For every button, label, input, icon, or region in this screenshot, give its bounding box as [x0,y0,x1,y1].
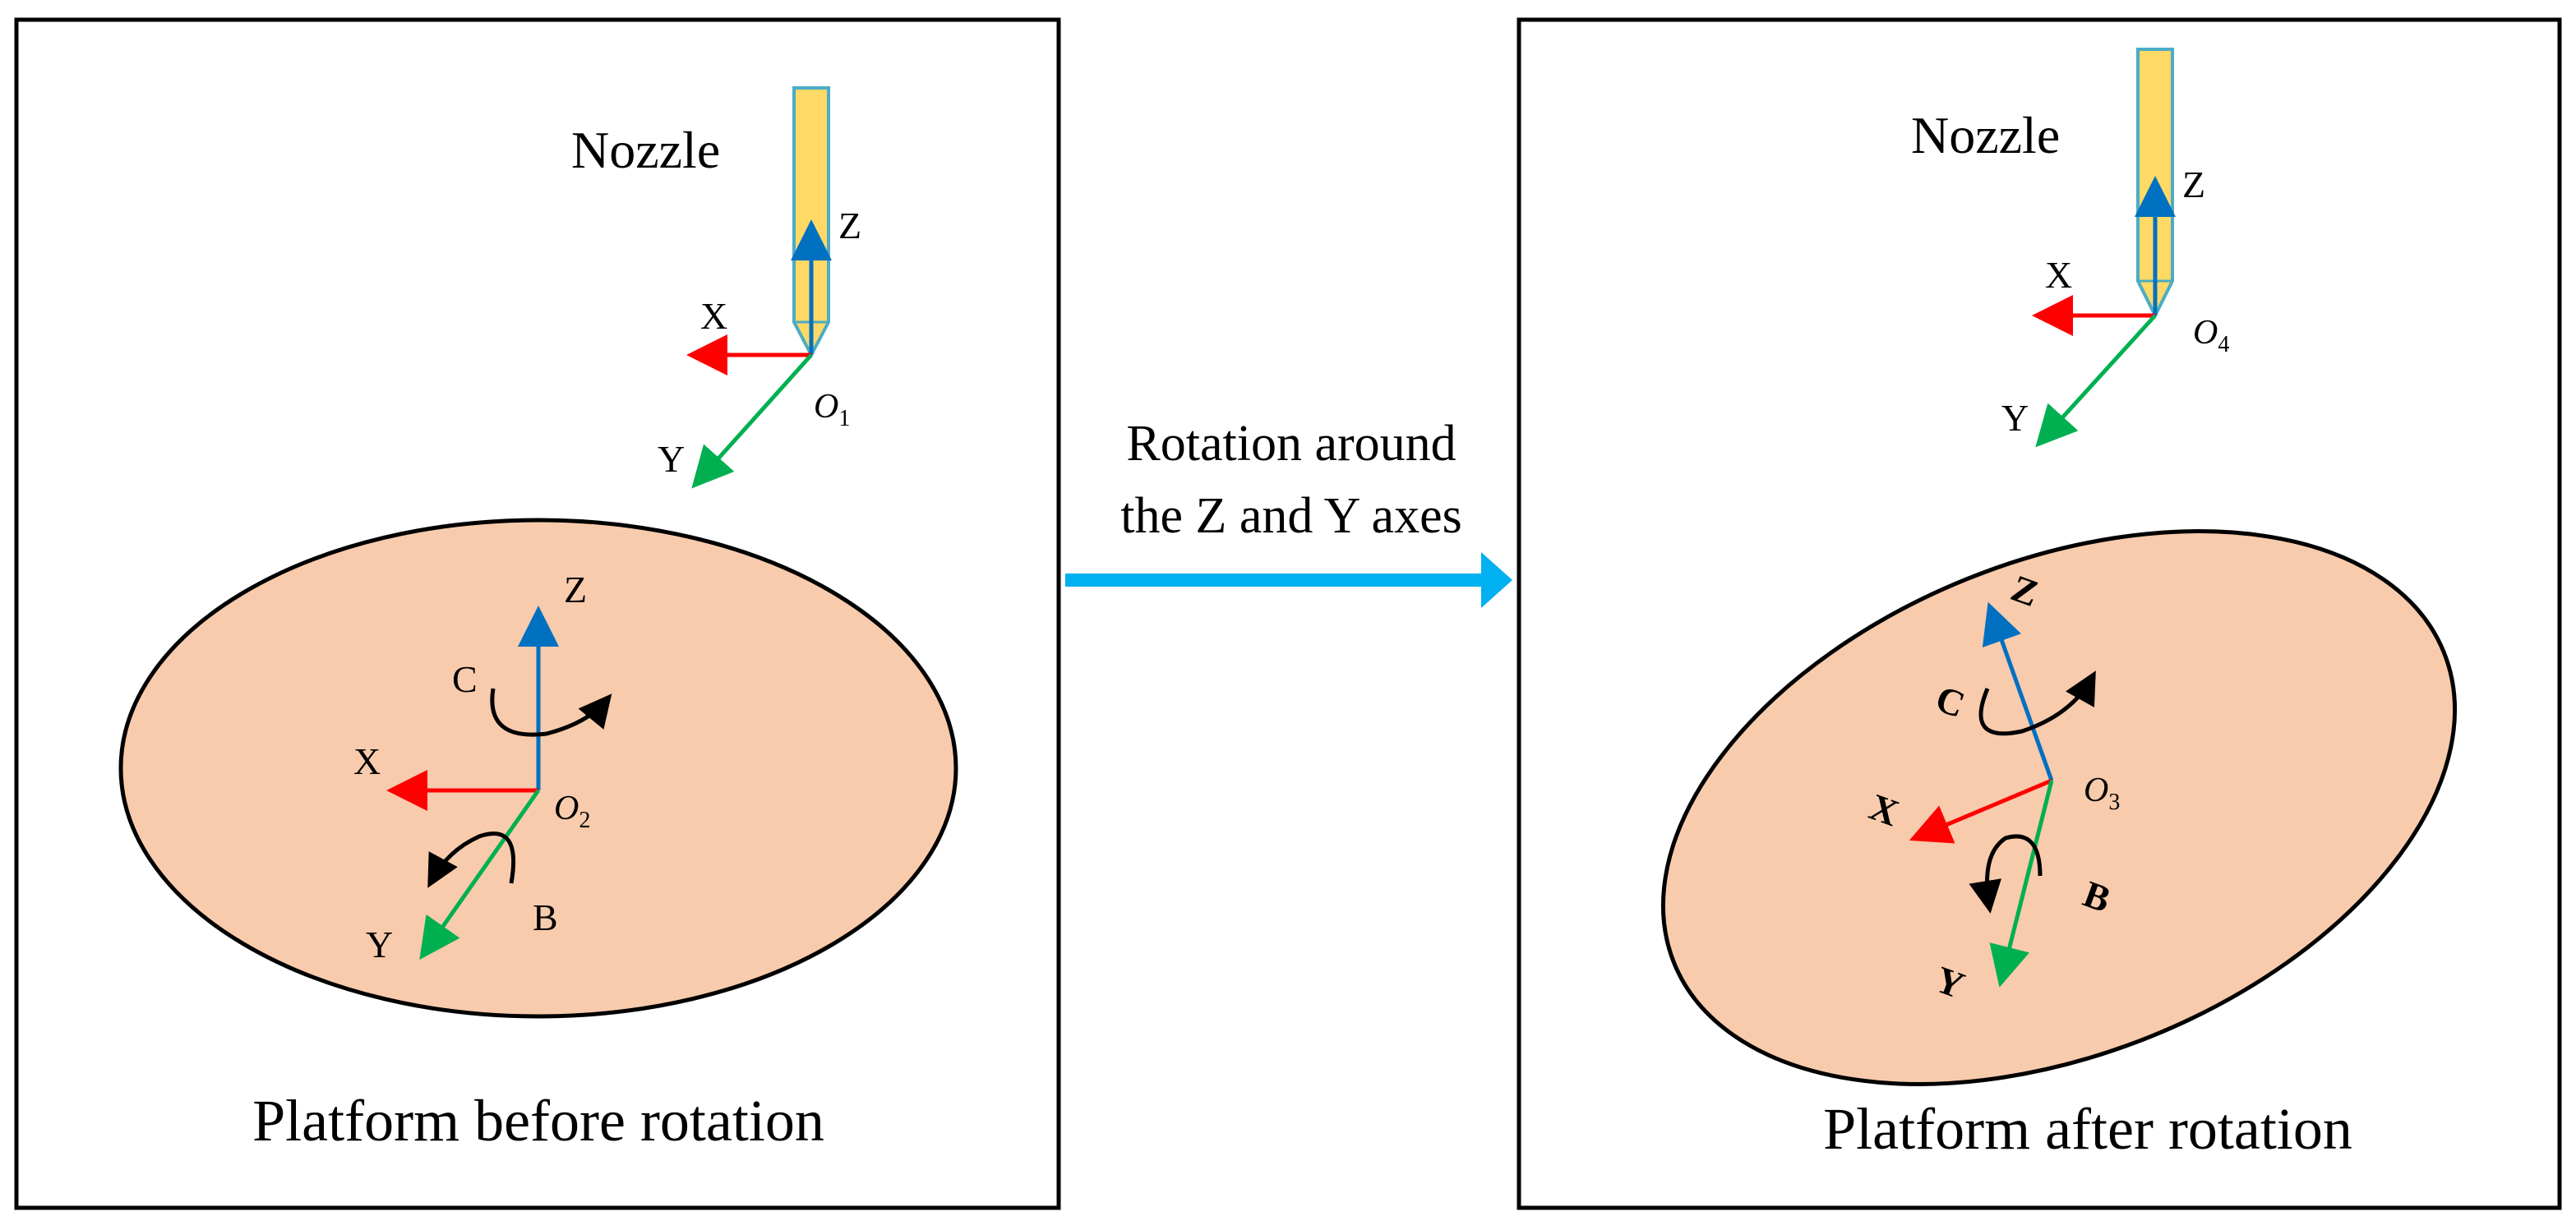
left-panel: Nozzle Z X Y O1 Z X Y C B O2 [14,17,1061,1210]
right-rotation-b-arrow [1969,834,2043,914]
left-platform-axes: Z X Y C B O2 [353,569,612,965]
left-nozzle-z-label: Z [838,205,861,246]
transition-arrow-head [1481,552,1512,608]
left-nozzle-origin-label: O1 [814,388,850,431]
right-nozzle-z-label: Z [2182,164,2205,205]
right-platform-ellipse [1660,529,2458,1086]
left-platform-z-label: Z [564,569,587,610]
right-nozzle-origin-label: O4 [2193,314,2229,357]
left-caption: Platform before rotation [252,1088,824,1154]
left-nozzle-label: Nozzle [571,121,720,179]
transition: Rotation around the Z and Y axes [1065,416,1512,608]
right-panel: Nozzle Z X Y O4 Z X Y C B O3 [1517,17,2562,1210]
right-nozzle-x-label: X [2045,254,2072,296]
transition-label-line1: Rotation around [1126,416,1456,472]
left-rotation-c-arrow [490,688,612,737]
left-nozzle-x-label: X [700,295,727,337]
transition-label-line2: the Z and Y axes [1120,488,1461,544]
left-platform-origin-label: O2 [554,790,590,833]
left-nozzle-axes: Z X Y O1 [658,205,861,489]
right-platform-y-axis [1989,780,2054,988]
left-nozzle-y-label: Y [658,438,685,480]
left-rotation-b-label: B [533,896,558,938]
right-rotation-c-arrow [1978,670,2096,736]
left-nozzle-y-axis [691,353,813,489]
right-platform-x-axis [1909,778,2052,844]
left-platform-y-axis [419,789,541,961]
left-platform-y-label: Y [366,924,393,965]
right-nozzle-axes: Z X Y O4 [2001,164,2229,448]
left-platform-x-label: X [353,740,381,782]
right-nozzle-label: Nozzle [1911,106,2060,164]
right-platform-z-axis [1982,601,2054,781]
left-rotation-c-label: C [452,658,478,700]
right-caption: Platform after rotation [1823,1096,2352,1162]
right-platform-origin-label: O3 [2084,772,2120,815]
right-nozzle-y-axis [2035,314,2157,448]
right-nozzle-y-label: Y [2001,397,2029,439]
left-rotation-b-arrow [427,832,516,888]
